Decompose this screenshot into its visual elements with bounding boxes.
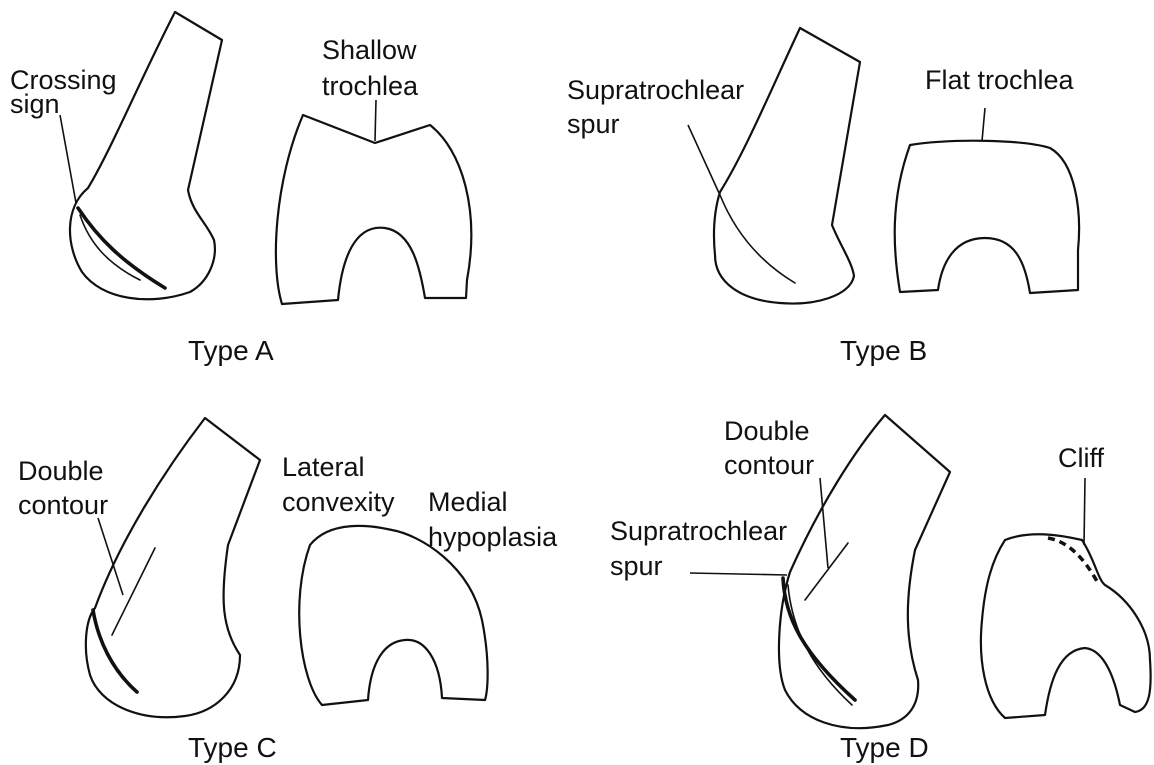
type-b-lateral-femur-outline: [714, 28, 860, 304]
type-b-trochlea-label: Flat trochlea: [925, 65, 1075, 95]
type-d-axial-trochlea-outline: [981, 534, 1151, 718]
type-d-spur-leader: [690, 573, 787, 575]
type-a-lateral-femur-outline: [70, 12, 222, 299]
type-a-axial-trochlea-outline: [276, 115, 471, 304]
type-d-double-contour-leader: [820, 478, 828, 568]
type-c-condyle-line-bold: [93, 610, 137, 692]
type-b-trochlea-leader: [982, 108, 985, 141]
type-c-double-contour-line: [112, 548, 155, 635]
type-d-condyle-line-bold: [783, 578, 855, 700]
type-a-crossing-sign-leader: [60, 115, 76, 203]
type-c-contour-label-line1: Double: [18, 456, 104, 486]
panel-type-b: Supratrochlear spur Flat trochlea Type B: [567, 28, 1079, 366]
type-c-medial-label-line2: hypoplasia: [428, 522, 558, 552]
type-c-caption: Type C: [188, 732, 277, 763]
type-c-lateral-label-line2: convexity: [282, 487, 395, 517]
type-c-axial-trochlea-outline: [299, 526, 487, 705]
panel-type-a: Crossing sign Shallow trochlea Type A: [10, 12, 471, 366]
type-a-trochlea-label-line2: trochlea: [322, 71, 419, 101]
panel-type-c: Double contour Lateral convexity Medial …: [18, 418, 558, 763]
type-d-cliff-dashed-line: [1048, 538, 1098, 583]
type-d-contour-label-line2: contour: [724, 450, 814, 480]
type-d-spur-label-line1: Supratrochlear: [610, 516, 787, 546]
type-c-lateral-femur-outline: [86, 418, 260, 717]
panel-type-d: Double contour Supratrochlear spur Cliff…: [610, 415, 1151, 763]
type-d-cliff-label: Cliff: [1058, 443, 1105, 473]
type-b-condyle-line: [720, 195, 795, 283]
type-c-contour-label-line2: contour: [18, 490, 108, 520]
type-b-spur-label-line1: Supratrochlear: [567, 75, 744, 105]
type-c-lateral-label-line1: Lateral: [282, 452, 365, 482]
type-b-caption: Type B: [840, 335, 927, 366]
type-a-crossing-sign-label-line2: sign: [10, 89, 60, 119]
type-d-caption: Type D: [840, 732, 929, 763]
type-c-double-contour-leader: [98, 518, 123, 595]
type-b-spur-leader: [688, 125, 719, 193]
type-b-axial-trochlea-outline: [895, 141, 1079, 293]
type-a-crossing-line: [78, 208, 165, 288]
type-d-spur-label-line2: spur: [610, 551, 663, 581]
type-a-trochlea-leader: [375, 100, 376, 141]
type-a-caption: Type A: [188, 335, 274, 366]
type-b-spur-label-line2: spur: [567, 109, 620, 139]
type-c-medial-label-line1: Medial: [428, 487, 508, 517]
type-a-trochlea-label-line1: Shallow: [322, 35, 417, 65]
type-d-cliff-leader: [1084, 478, 1085, 545]
type-d-contour-label-line1: Double: [724, 416, 810, 446]
